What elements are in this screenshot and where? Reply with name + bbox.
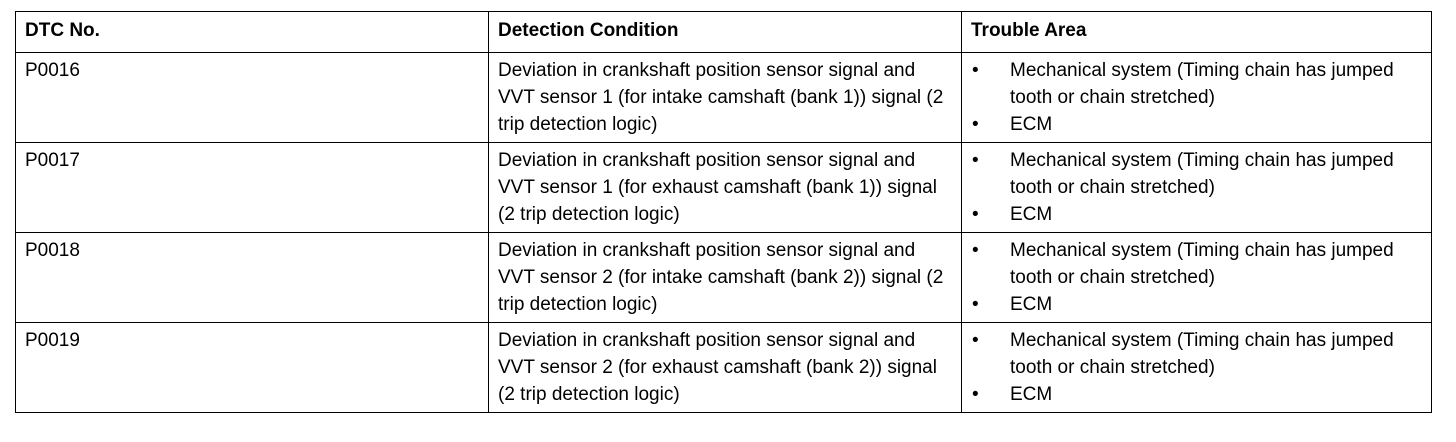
bullet-icon: •: [972, 294, 979, 315]
header-detection-condition: Detection Condition: [488, 11, 962, 53]
header-trouble-area: Trouble Area: [961, 11, 1432, 53]
dtc-code: P0018: [25, 240, 80, 261]
trouble-area-text: Mechanical system (Timing chain has jump…: [1010, 60, 1394, 108]
table-body: P0016 Deviation in crankshaft position s…: [15, 52, 1432, 413]
detection-condition-text: Deviation in crankshaft position sensor …: [498, 240, 944, 315]
trouble-area-cell: • Mechanical system (Timing chain has jum…: [961, 232, 1432, 323]
header-row: DTC No. Detection Condition Trouble Area: [15, 11, 1432, 53]
detection-condition-text: Deviation in crankshaft position sensor …: [498, 60, 944, 135]
bullet-icon: •: [972, 384, 979, 405]
trouble-area-item: • ECM: [971, 111, 1422, 138]
table-row: P0018 Deviation in crankshaft position s…: [15, 232, 1432, 323]
condition-cell: Deviation in crankshaft position sensor …: [488, 52, 962, 143]
dtc-table: DTC No. Detection Condition Trouble Area…: [15, 11, 1432, 413]
dtc-cell: P0018: [15, 232, 489, 323]
trouble-area-item: • Mechanical system (Timing chain has jum…: [971, 57, 1422, 111]
detection-condition-text: Deviation in crankshaft position sensor …: [498, 330, 937, 405]
bullet-icon: •: [972, 204, 979, 225]
trouble-area-list: • Mechanical system (Timing chain has jum…: [971, 57, 1422, 138]
condition-cell: Deviation in crankshaft position sensor …: [488, 142, 962, 233]
table-row: P0017 Deviation in crankshaft position s…: [15, 142, 1432, 233]
trouble-area-cell: • Mechanical system (Timing chain has jum…: [961, 322, 1432, 413]
dtc-code: P0016: [25, 60, 80, 81]
table-header: DTC No. Detection Condition Trouble Area: [15, 11, 1432, 53]
dtc-cell: P0019: [15, 322, 489, 413]
bullet-icon: •: [972, 114, 979, 135]
trouble-area-cell: • Mechanical system (Timing chain has jum…: [961, 142, 1432, 233]
dtc-cell: P0017: [15, 142, 489, 233]
trouble-area-cell: • Mechanical system (Timing chain has jum…: [961, 52, 1432, 143]
bullet-icon: •: [972, 240, 979, 261]
trouble-area-item: • Mechanical system (Timing chain has jum…: [971, 327, 1422, 381]
trouble-area-text: Mechanical system (Timing chain has jump…: [1010, 330, 1394, 378]
trouble-area-item: • Mechanical system (Timing chain has jum…: [971, 237, 1422, 291]
bullet-icon: •: [972, 60, 979, 81]
table-row: P0016 Deviation in crankshaft position s…: [15, 52, 1432, 143]
header-dtc-no: DTC No.: [15, 11, 489, 53]
condition-cell: Deviation in crankshaft position sensor …: [488, 322, 962, 413]
trouble-area-text: ECM: [1010, 204, 1053, 225]
trouble-area-list: • Mechanical system (Timing chain has jum…: [971, 237, 1422, 318]
trouble-area-text: ECM: [1010, 294, 1053, 315]
trouble-area-text: Mechanical system (Timing chain has jump…: [1010, 150, 1394, 198]
dtc-code: P0017: [25, 150, 80, 171]
trouble-area-list: • Mechanical system (Timing chain has jum…: [971, 147, 1422, 228]
trouble-area-text: Mechanical system (Timing chain has jump…: [1010, 240, 1394, 288]
dtc-cell: P0016: [15, 52, 489, 143]
bullet-icon: •: [972, 330, 979, 351]
trouble-area-text: ECM: [1010, 114, 1053, 135]
trouble-area-item: • ECM: [971, 291, 1422, 318]
condition-cell: Deviation in crankshaft position sensor …: [488, 232, 962, 323]
detection-condition-text: Deviation in crankshaft position sensor …: [498, 150, 937, 225]
trouble-area-item: • Mechanical system (Timing chain has jum…: [971, 147, 1422, 201]
trouble-area-item: • ECM: [971, 381, 1422, 408]
bullet-icon: •: [972, 150, 979, 171]
trouble-area-list: • Mechanical system (Timing chain has jum…: [971, 327, 1422, 408]
trouble-area-text: ECM: [1010, 384, 1053, 405]
dtc-code: P0019: [25, 330, 80, 351]
table-row: P0019 Deviation in crankshaft position s…: [15, 322, 1432, 413]
trouble-area-item: • ECM: [971, 201, 1422, 228]
